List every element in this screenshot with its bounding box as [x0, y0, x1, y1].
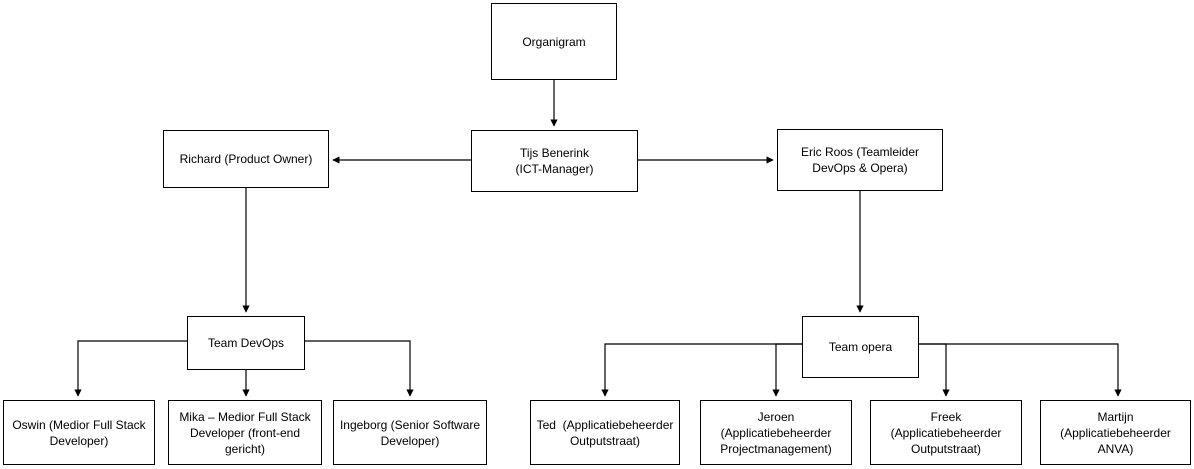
edge-team-opera-to-jeroen: [772, 343, 802, 397]
node-martijn-label: Martijn (Applicatiebeheerder ANVA): [1060, 409, 1171, 456]
node-ted[interactable]: Ted (Applicatiebeheerder Outputstraat): [530, 400, 680, 465]
edge-team-devops-to-oswin: [74, 340, 187, 397]
node-martijn[interactable]: Martijn (Applicatiebeheerder ANVA): [1040, 400, 1191, 465]
node-organigram[interactable]: Organigram: [491, 3, 617, 80]
node-product-owner[interactable]: Richard (Product Owner): [163, 130, 329, 188]
node-team-devops-label: Team DevOps: [207, 336, 285, 350]
node-team-opera[interactable]: Team opera: [802, 316, 919, 378]
node-jeroen[interactable]: Jeroen (Applicatiebeheerder Projectmanag…: [700, 400, 852, 465]
edge-team-opera-to-freek: [919, 343, 950, 397]
node-organigram-label: Organigram: [522, 34, 586, 49]
node-ted-label: Ted (Applicatiebeheerder Outputstraat): [536, 417, 674, 448]
node-mika[interactable]: Mika – Medior Full Stack Developer (fron…: [168, 400, 322, 465]
edge-team-opera-to-ted: [601, 343, 802, 397]
node-jeroen-label: Jeroen (Applicatiebeheerder Projectmanag…: [720, 409, 832, 456]
node-product-owner-label: Richard (Product Owner): [179, 152, 313, 166]
node-freek[interactable]: Freek (Applicatiebeheerder Outputstraat): [870, 400, 1022, 465]
edge-team-opera-to-martijn: [919, 343, 1122, 397]
node-teamleider[interactable]: Eric Roos (Teamleider DevOps & Opera): [777, 129, 943, 191]
node-mika-label: Mika – Medior Full Stack Developer (fron…: [179, 409, 311, 456]
node-ict-manager[interactable]: Tijs Benerink (ICT-Manager): [471, 130, 638, 192]
node-teamleider-label: Eric Roos (Teamleider DevOps & Opera): [800, 145, 920, 175]
node-freek-label: Freek (Applicatiebeheerder Outputstraat): [890, 409, 1002, 456]
node-team-devops[interactable]: Team DevOps: [187, 316, 305, 370]
node-ict-manager-label: Tijs Benerink (ICT-Manager): [515, 146, 594, 176]
node-ingeborg-label: Ingeborg (Senior Software Developer): [339, 417, 481, 448]
node-team-opera-label: Team opera: [828, 340, 893, 354]
edge-team-devops-to-ingeborg: [305, 340, 414, 397]
node-oswin[interactable]: Oswin (Medior Full Stack Developer): [3, 400, 155, 465]
node-oswin-label: Oswin (Medior Full Stack Developer): [12, 417, 146, 448]
node-ingeborg[interactable]: Ingeborg (Senior Software Developer): [333, 400, 487, 465]
